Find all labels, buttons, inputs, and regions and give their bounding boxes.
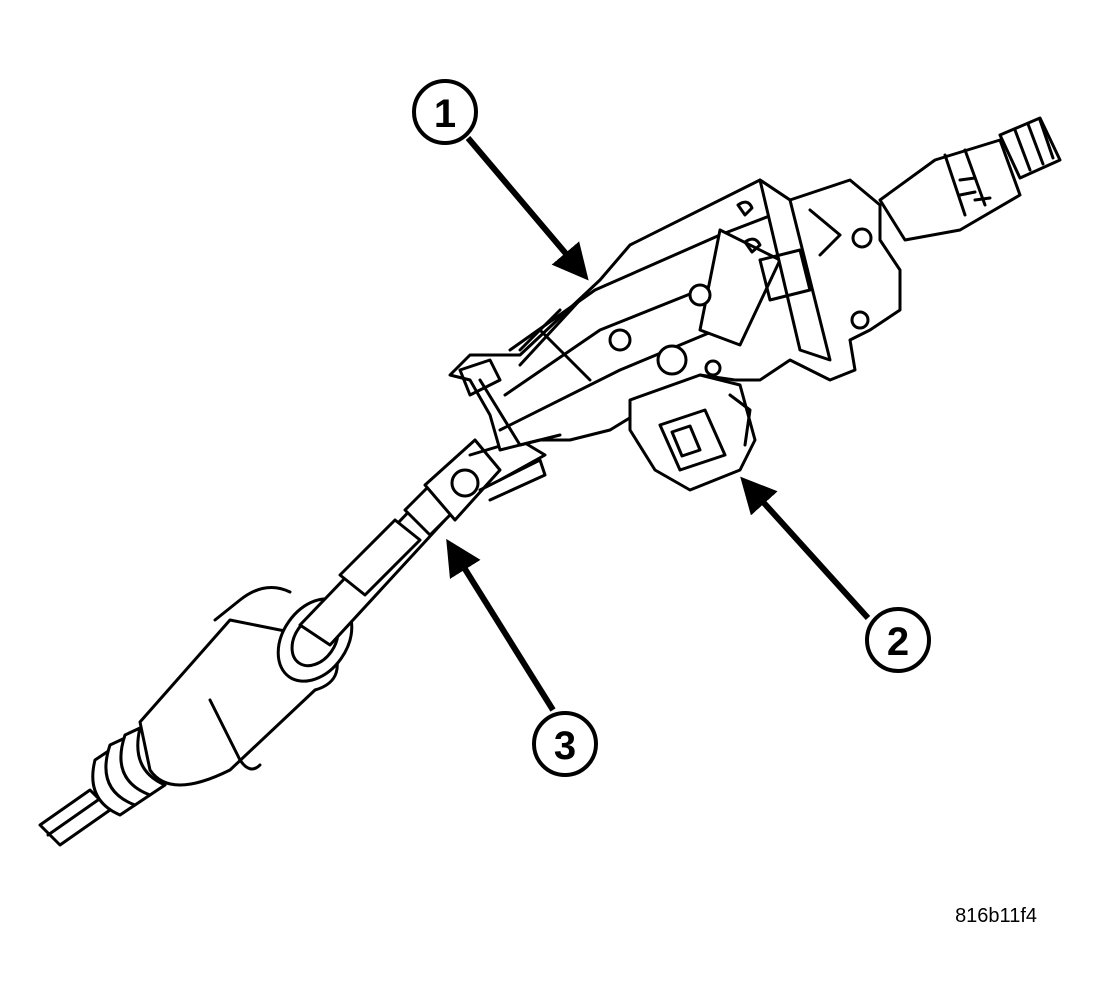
leader-arrow-2 (740, 476, 871, 621)
upper-shaft (878, 116, 1062, 242)
universal-joint (423, 438, 547, 522)
svg-text:1: 1 (434, 92, 456, 136)
leader-arrow-1 (465, 136, 589, 281)
callout-3: 3 (532, 711, 598, 777)
steering-column-body (448, 178, 902, 452)
callout-2: 2 (865, 607, 931, 673)
lock-module (628, 373, 757, 492)
intermediate-shaft (298, 468, 472, 647)
callout-1: 1 (412, 79, 478, 145)
figure-id: 816b11f4 (955, 905, 1037, 927)
svg-text:3: 3 (554, 724, 576, 768)
leader-arrow-3 (446, 538, 556, 712)
svg-text:2: 2 (887, 620, 909, 664)
